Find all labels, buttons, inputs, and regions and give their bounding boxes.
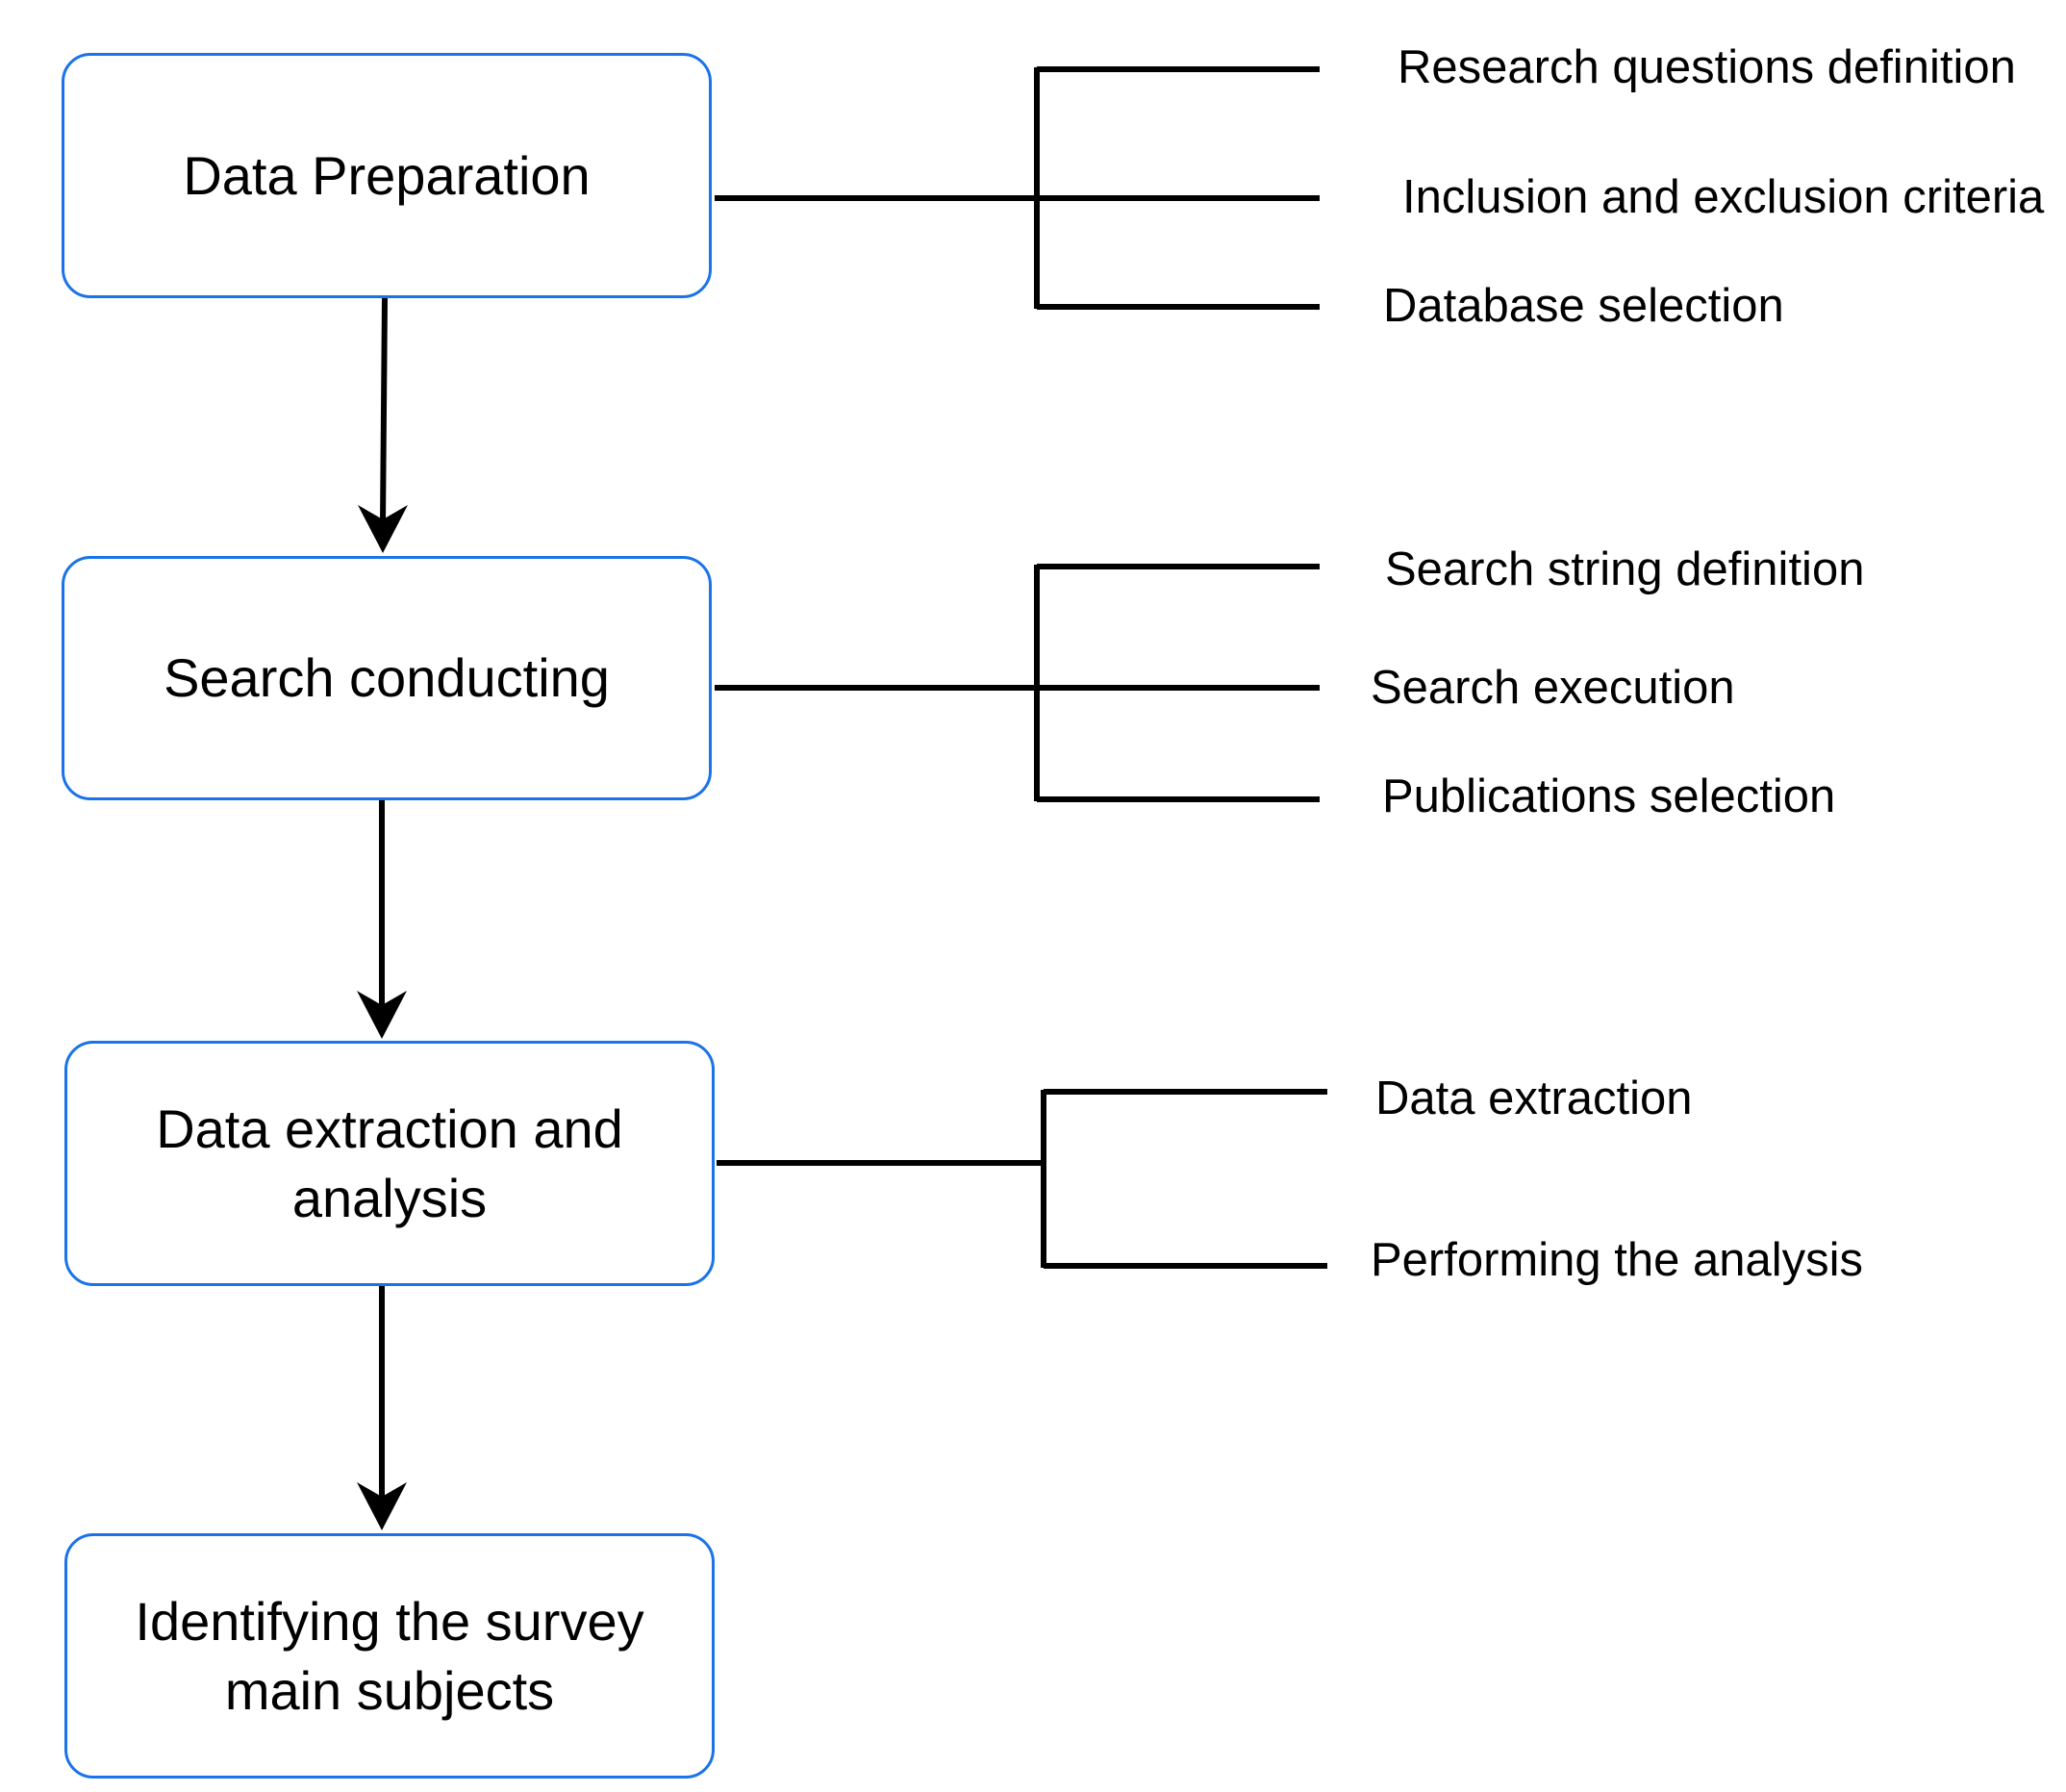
- substep-label: Inclusion and exclusion criteria: [1402, 171, 2045, 223]
- flow-arrow-2-3: [357, 800, 407, 1039]
- flow-arrow-3-4: [357, 1286, 407, 1530]
- substep-label: Database selection: [1383, 280, 1784, 332]
- step-box-data-preparation: Data Preparation: [62, 53, 712, 298]
- flow-arrow-1-2: [358, 297, 408, 553]
- substep-label: Data extraction: [1375, 1073, 1693, 1124]
- substep-label: Research questions definition: [1398, 41, 2016, 93]
- step-box-search-conducting: Search conducting: [62, 556, 712, 800]
- substep-label: Search execution: [1371, 662, 1735, 714]
- substep-label: Performing the analysis: [1371, 1234, 1864, 1286]
- bracket-step-2: [715, 564, 1320, 802]
- step-box-identifying-subjects: Identifying the survey main subjects: [64, 1533, 715, 1779]
- bracket-step-3: [717, 1089, 1327, 1269]
- substep-label: Search string definition: [1385, 543, 1865, 595]
- step-label: Search conducting: [164, 647, 610, 708]
- step-box-data-extraction-analysis: Data extraction and analysis: [64, 1041, 715, 1286]
- step-label: Data Preparation: [183, 144, 591, 206]
- step-label: Identifying the survey main subjects: [135, 1590, 644, 1721]
- step-label: Data extraction and analysis: [156, 1098, 623, 1228]
- bracket-step-1: [715, 66, 1320, 310]
- substep-label: Publications selection: [1382, 770, 1836, 822]
